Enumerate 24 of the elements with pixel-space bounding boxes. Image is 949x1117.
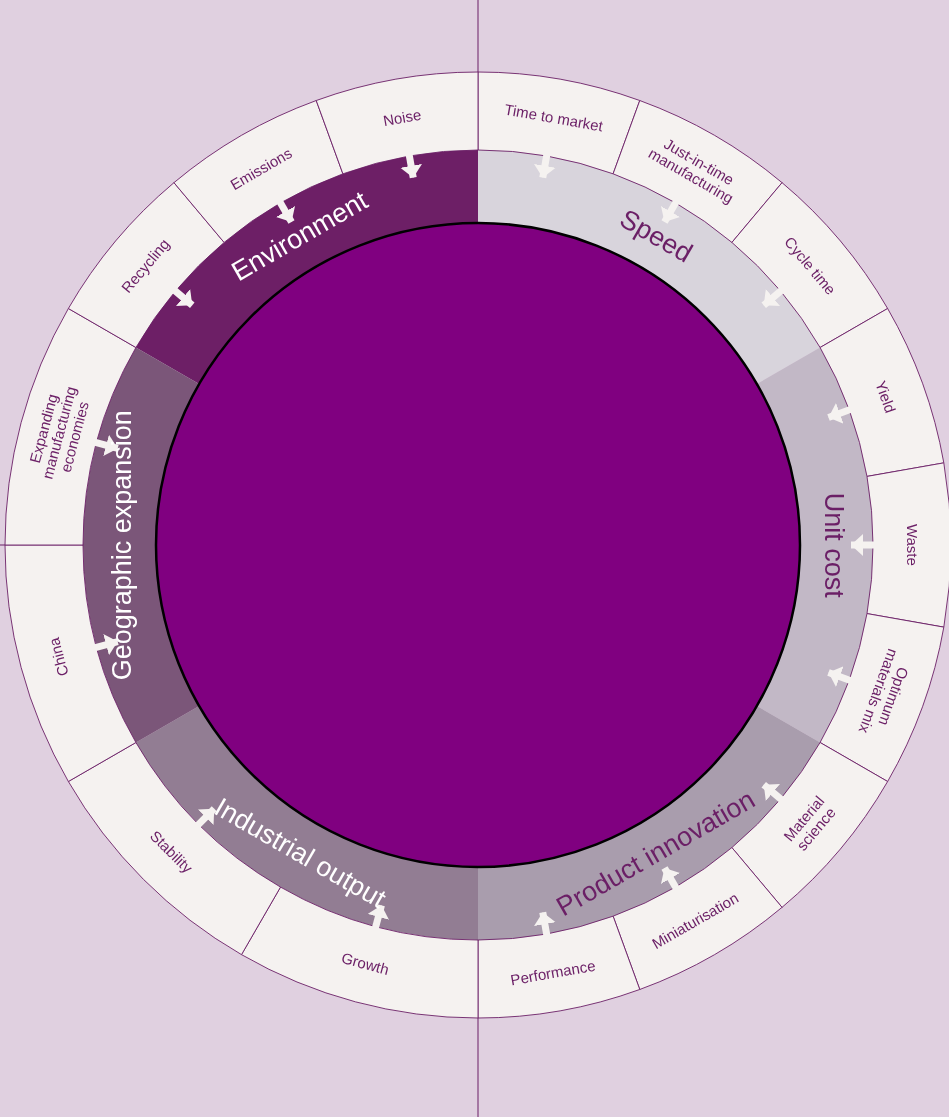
outer-ring-cell — [477, 915, 641, 1019]
outer-ring-cell — [315, 71, 479, 175]
cell-label: Growth — [340, 950, 392, 979]
ring-segment — [135, 706, 478, 940]
notch-arrow — [851, 534, 877, 556]
outer-ring-cell — [731, 182, 889, 348]
cell-label: China — [46, 636, 72, 679]
cell-label: Performance — [509, 957, 597, 988]
cell-label: Noise — [382, 106, 423, 129]
cell-label: Yield — [872, 378, 899, 415]
cell-label: Waste — [904, 524, 920, 566]
notch-arrow — [193, 806, 217, 830]
cell-label: Time to market — [503, 101, 604, 134]
notch-arrow — [660, 197, 681, 224]
segment-label: Unit cost — [818, 492, 851, 598]
notch-arrow — [761, 782, 786, 805]
outer-ring-cell — [866, 462, 949, 628]
notch-arrow — [761, 285, 786, 308]
outer-ring-cell — [67, 182, 225, 348]
notch-arrow — [170, 285, 195, 308]
outer-ring-cell — [477, 71, 641, 175]
segment-label: Geographic expansion — [105, 409, 138, 681]
outer-ring-cell — [819, 308, 945, 477]
outer-ring-cell — [819, 613, 945, 782]
